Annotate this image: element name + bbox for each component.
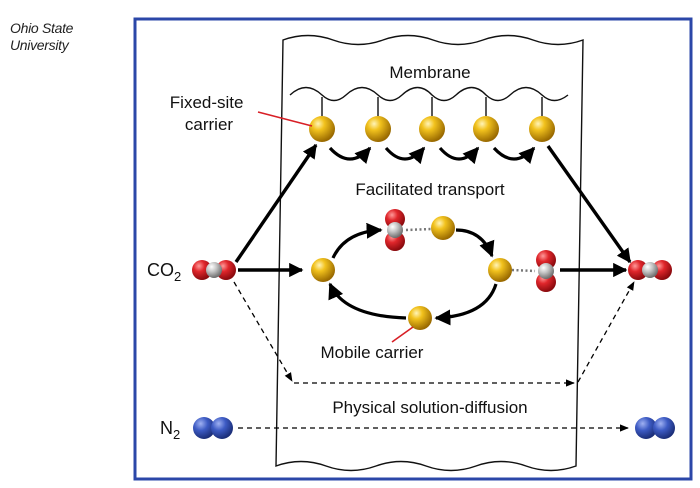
n2-label-subscript: 2: [173, 427, 180, 442]
fixed-pathway-in-arrow: [234, 143, 318, 263]
fixed-site-carriers: [309, 116, 555, 142]
fixed-site-label-line-1: Fixed-site: [170, 93, 244, 112]
carrier-tethers: [321, 97, 543, 116]
fixed-carrier-5: [529, 116, 555, 142]
mobile-carrier-pointer: [391, 326, 414, 343]
fixed-pathway-out-arrow: [546, 145, 632, 264]
mobile-carrier-right: [488, 258, 512, 282]
fixed-carrier-4: [473, 116, 499, 142]
co2-molecule-right: [628, 260, 672, 280]
membrane-label: Membrane: [389, 63, 470, 82]
fixed-carrier-2: [365, 116, 391, 142]
membrane-slab: [275, 34, 584, 472]
polymer-backbone: [289, 86, 569, 102]
n2-molecule-left: [193, 417, 233, 439]
mobile-cycle-arrows: [328, 222, 498, 326]
co2-label-subscript: 2: [174, 269, 181, 284]
n2-label-main: N: [160, 418, 173, 438]
mobile-carrier-label: Mobile carrier: [321, 343, 424, 362]
bound-co2-right: [536, 250, 556, 292]
fixed-site-label: Fixed-site carrier: [170, 93, 248, 134]
fixed-site-pointer: [257, 111, 313, 127]
credit-line-2: University: [10, 37, 69, 53]
n2-molecule-right: [635, 417, 675, 439]
mobile-carrier-left: [311, 258, 335, 282]
bond-dots-right: [511, 268, 536, 273]
co2-label: CO2: [147, 260, 181, 284]
n2-label: N2: [160, 418, 180, 442]
bound-co2-top: [385, 209, 405, 251]
fixed-carrier-1: [309, 116, 335, 142]
co2-diffusion-path: [233, 281, 635, 387]
co2-molecule-left: [192, 260, 236, 280]
mobile-carrier-bottom: [408, 306, 432, 330]
mobile-carriers: [311, 216, 512, 330]
facilitated-transport-label: Facilitated transport: [355, 180, 505, 199]
co2-label-main: CO: [147, 260, 174, 280]
mobile-carrier-top: [431, 216, 455, 240]
credit-text: Ohio State University: [10, 20, 73, 54]
credit-line-1: Ohio State: [10, 20, 74, 36]
fixed-site-label-line-2: carrier: [185, 115, 234, 134]
hopping-arrows: [328, 146, 536, 165]
diffusion-label: Physical solution-diffusion: [332, 398, 527, 417]
fixed-carrier-3: [419, 116, 445, 142]
